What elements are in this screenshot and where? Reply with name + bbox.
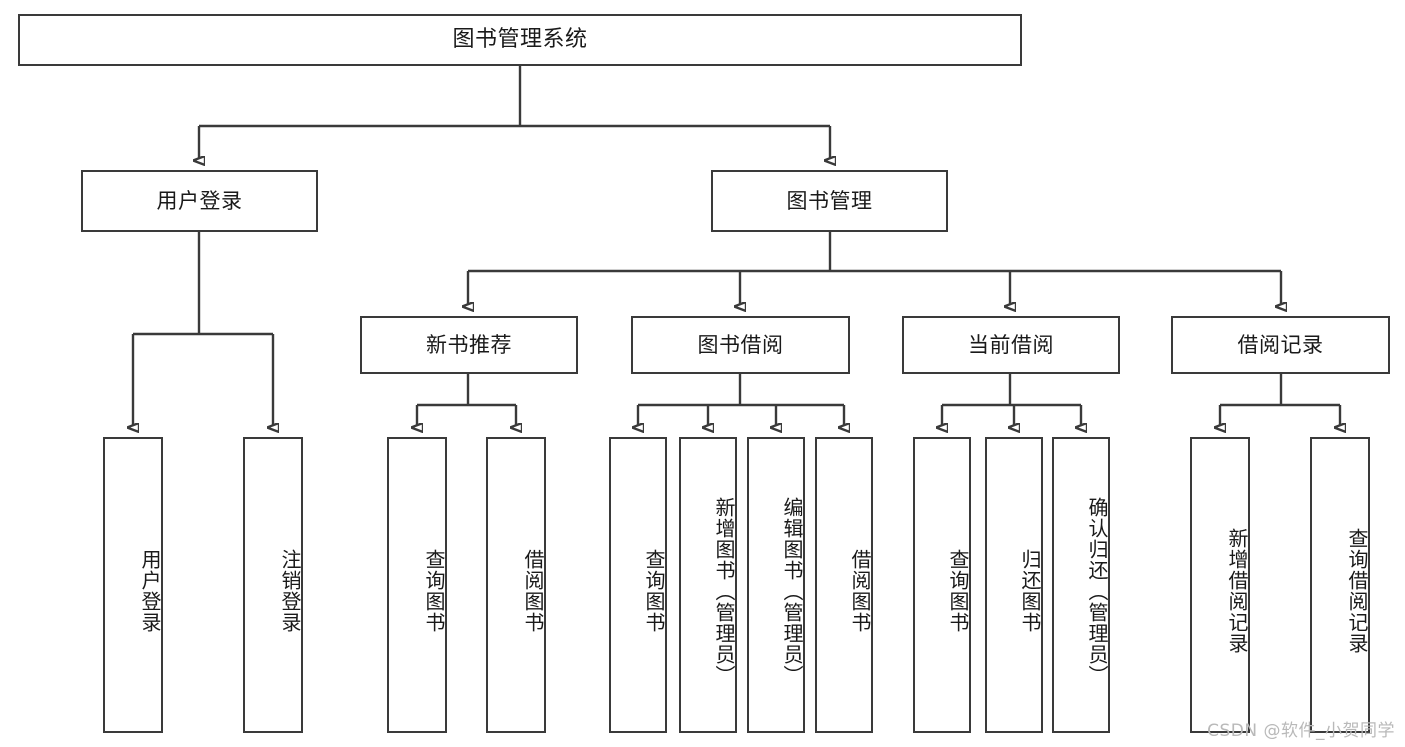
node-root-label: 图书管理系统	[452, 27, 588, 53]
node-borrow-record-label: 借阅记录	[1237, 332, 1324, 357]
node-leaf-query-book-2-label: 查询图书	[642, 549, 666, 633]
node-leaf-return-book[interactable]: 归还图书	[985, 437, 1043, 733]
node-leaf-query-book-3-label: 查询图书	[946, 549, 970, 633]
node-leaf-query-book-1[interactable]: 查询图书	[387, 437, 447, 733]
node-leaf-add-record[interactable]: 新增借阅记录	[1190, 437, 1250, 733]
node-leaf-logout[interactable]: 注销登录	[243, 437, 303, 733]
node-new-book-recommend[interactable]: 新书推荐	[360, 316, 578, 374]
node-book-manage-label: 图书管理	[786, 188, 873, 213]
node-user-login[interactable]: 用户登录	[81, 170, 318, 232]
node-leaf-add-record-label: 新增借阅记录	[1225, 528, 1249, 654]
node-leaf-add-book[interactable]: 新增图书（管理员）	[679, 437, 737, 733]
node-leaf-query-book-1-label: 查询图书	[422, 549, 446, 633]
watermark: CSDN @软件_小贺同学	[1207, 721, 1395, 741]
node-current-borrow-label: 当前借阅	[968, 332, 1054, 357]
node-leaf-query-book-3[interactable]: 查询图书	[913, 437, 971, 733]
node-leaf-query-record[interactable]: 查询借阅记录	[1310, 437, 1370, 733]
node-leaf-confirm-return[interactable]: 确认归还（管理员）	[1052, 437, 1110, 733]
node-user-login-label: 用户登录	[156, 188, 243, 213]
node-leaf-confirm-return-label: 确认归还（管理员）	[1085, 496, 1109, 686]
node-leaf-edit-book[interactable]: 编辑图书（管理员）	[747, 437, 805, 733]
node-leaf-user-login[interactable]: 用户登录	[103, 437, 163, 733]
node-leaf-return-book-label: 归还图书	[1018, 549, 1042, 633]
node-book-borrow-label: 图书借阅	[697, 332, 784, 357]
node-leaf-add-book-label: 新增图书（管理员）	[712, 496, 736, 686]
node-current-borrow[interactable]: 当前借阅	[902, 316, 1120, 374]
node-leaf-borrow-book-2[interactable]: 借阅图书	[815, 437, 873, 733]
node-leaf-borrow-book-1[interactable]: 借阅图书	[486, 437, 546, 733]
node-leaf-user-login-label: 用户登录	[138, 549, 162, 633]
node-leaf-borrow-book-1-label: 借阅图书	[521, 549, 545, 633]
node-leaf-logout-label: 注销登录	[278, 549, 302, 633]
node-leaf-borrow-book-2-label: 借阅图书	[848, 549, 872, 633]
node-leaf-edit-book-label: 编辑图书（管理员）	[780, 496, 804, 686]
node-root[interactable]: 图书管理系统	[18, 14, 1022, 66]
node-book-manage[interactable]: 图书管理	[711, 170, 948, 232]
node-borrow-record[interactable]: 借阅记录	[1171, 316, 1390, 374]
node-book-borrow[interactable]: 图书借阅	[631, 316, 850, 374]
node-leaf-query-book-2[interactable]: 查询图书	[609, 437, 667, 733]
node-leaf-query-record-label: 查询借阅记录	[1345, 528, 1369, 654]
node-new-book-recommend-label: 新书推荐	[426, 332, 512, 357]
